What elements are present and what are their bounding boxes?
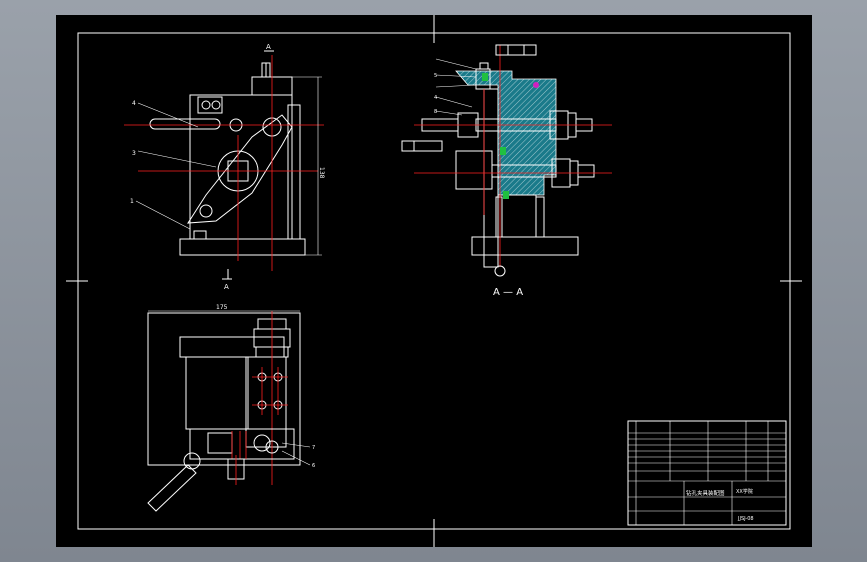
centering-marks [66,15,802,547]
svg-text:8: 8 [434,109,437,115]
top-view[interactable]: 175 7 6 [147,304,315,512]
svg-text:5: 5 [434,73,437,79]
svg-text:1: 1 [130,198,134,205]
section-label-bottom: A [224,283,229,291]
section-view[interactable]: 5 4 8 A — A [401,44,612,298]
section-title: A — A [493,287,523,298]
sheet [56,15,812,547]
svg-text:7: 7 [312,445,315,451]
front-view[interactable]: 138 4 3 1 A A [124,43,325,291]
svg-text:4: 4 [132,100,136,107]
svg-text:3: 3 [132,150,136,157]
svg-text:6: 6 [312,463,315,469]
title-block-drawing-no: JJSJ-08 [737,516,754,522]
svg-text:4: 4 [434,95,437,101]
drawing-canvas[interactable]: 138 4 3 1 A A [56,15,812,547]
svg-text:175: 175 [216,304,228,311]
svg-text:138: 138 [318,167,325,179]
title-block-name: 钻孔夹具装配图 [686,489,725,497]
title-block[interactable]: 钻孔夹具装配图 XX学院 JJSJ-08 [627,420,787,526]
title-block-school: XX学院 [736,488,753,495]
cad-drawing: 138 4 3 1 A A [56,15,812,547]
section-label-top: A [266,43,271,51]
